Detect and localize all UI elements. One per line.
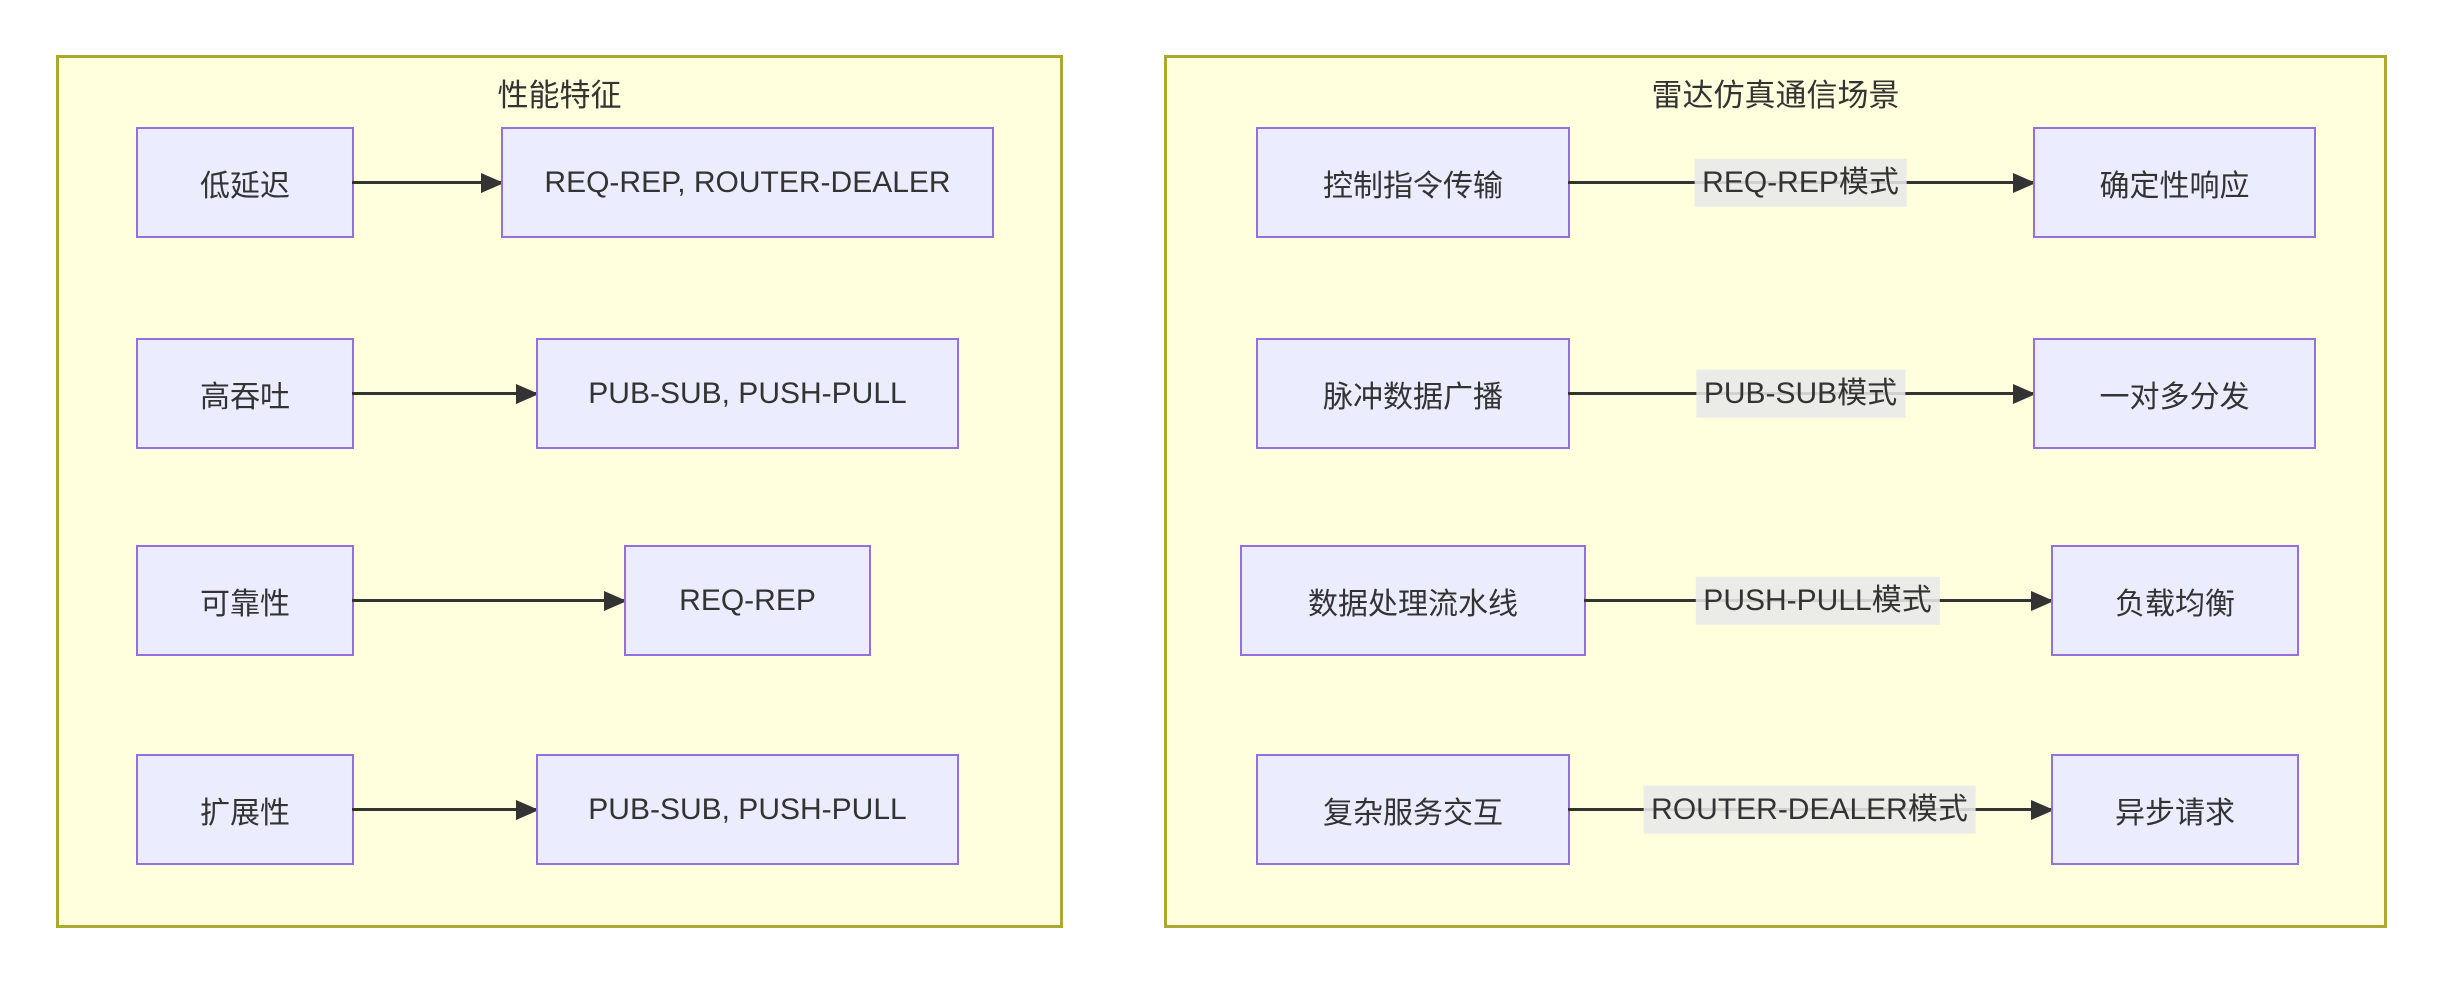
edge-row: 复杂服务交互 ROUTER-DEALER模式 异步请求 [1167,754,2384,865]
subgraph-title: 雷达仿真通信场景 [1651,78,1900,113]
source-node: 低延迟 [136,127,354,238]
target-node: REQ-REP, ROUTER-DEALER [501,127,994,238]
edge-label: REQ-REP模式 [1694,158,1907,207]
subgraph-performance: 性能特征 低延迟 REQ-REP, ROUTER-DEALER 高吞吐 PUB-… [56,55,1063,928]
source-node: 脉冲数据广播 [1256,338,1570,449]
source-node: 扩展性 [136,754,354,865]
edge-row: 可靠性 REQ-REP [59,545,1060,656]
edge-row: 扩展性 PUB-SUB, PUSH-PULL [59,754,1060,865]
edge-row: 数据处理流水线 PUSH-PULL模式 负载均衡 [1167,545,2384,656]
target-node: 一对多分发 [2033,338,2316,449]
edge-label: PUB-SUB模式 [1695,369,1906,418]
source-node: 高吞吐 [136,338,354,449]
target-node: PUB-SUB, PUSH-PULL [536,754,959,865]
edge-row: 低延迟 REQ-REP, ROUTER-DEALER [59,127,1060,238]
source-node: 可靠性 [136,545,354,656]
source-node: 复杂服务交互 [1256,754,1570,865]
target-node: REQ-REP [624,545,871,656]
source-node: 数据处理流水线 [1240,545,1586,656]
edge-label: ROUTER-DEALER模式 [1643,785,1976,834]
flow-arrow: ROUTER-DEALER模式 [1568,785,2051,834]
edge-row: 控制指令传输 REQ-REP模式 确定性响应 [1167,127,2384,238]
edge-row: 脉冲数据广播 PUB-SUB模式 一对多分发 [1167,338,2384,449]
subgraph-radar-scenarios: 雷达仿真通信场景 控制指令传输 REQ-REP模式 确定性响应 脉冲数据广播 P… [1164,55,2387,928]
edge-label: PUSH-PULL模式 [1695,576,1940,625]
flow-arrow: PUB-SUB模式 [1568,369,2033,418]
flow-arrow [352,181,501,184]
target-node: PUB-SUB, PUSH-PULL [536,338,959,449]
edge-row: 高吞吐 PUB-SUB, PUSH-PULL [59,338,1060,449]
flow-arrow: PUSH-PULL模式 [1584,576,2051,625]
target-node: 确定性响应 [2033,127,2316,238]
flow-arrow [352,808,536,811]
source-node: 控制指令传输 [1256,127,1570,238]
flow-arrow [352,392,536,395]
flow-arrow [352,599,624,602]
target-node: 异步请求 [2051,754,2299,865]
flow-arrow: REQ-REP模式 [1568,158,2033,207]
subgraph-title: 性能特征 [497,78,622,113]
target-node: 负载均衡 [2051,545,2299,656]
